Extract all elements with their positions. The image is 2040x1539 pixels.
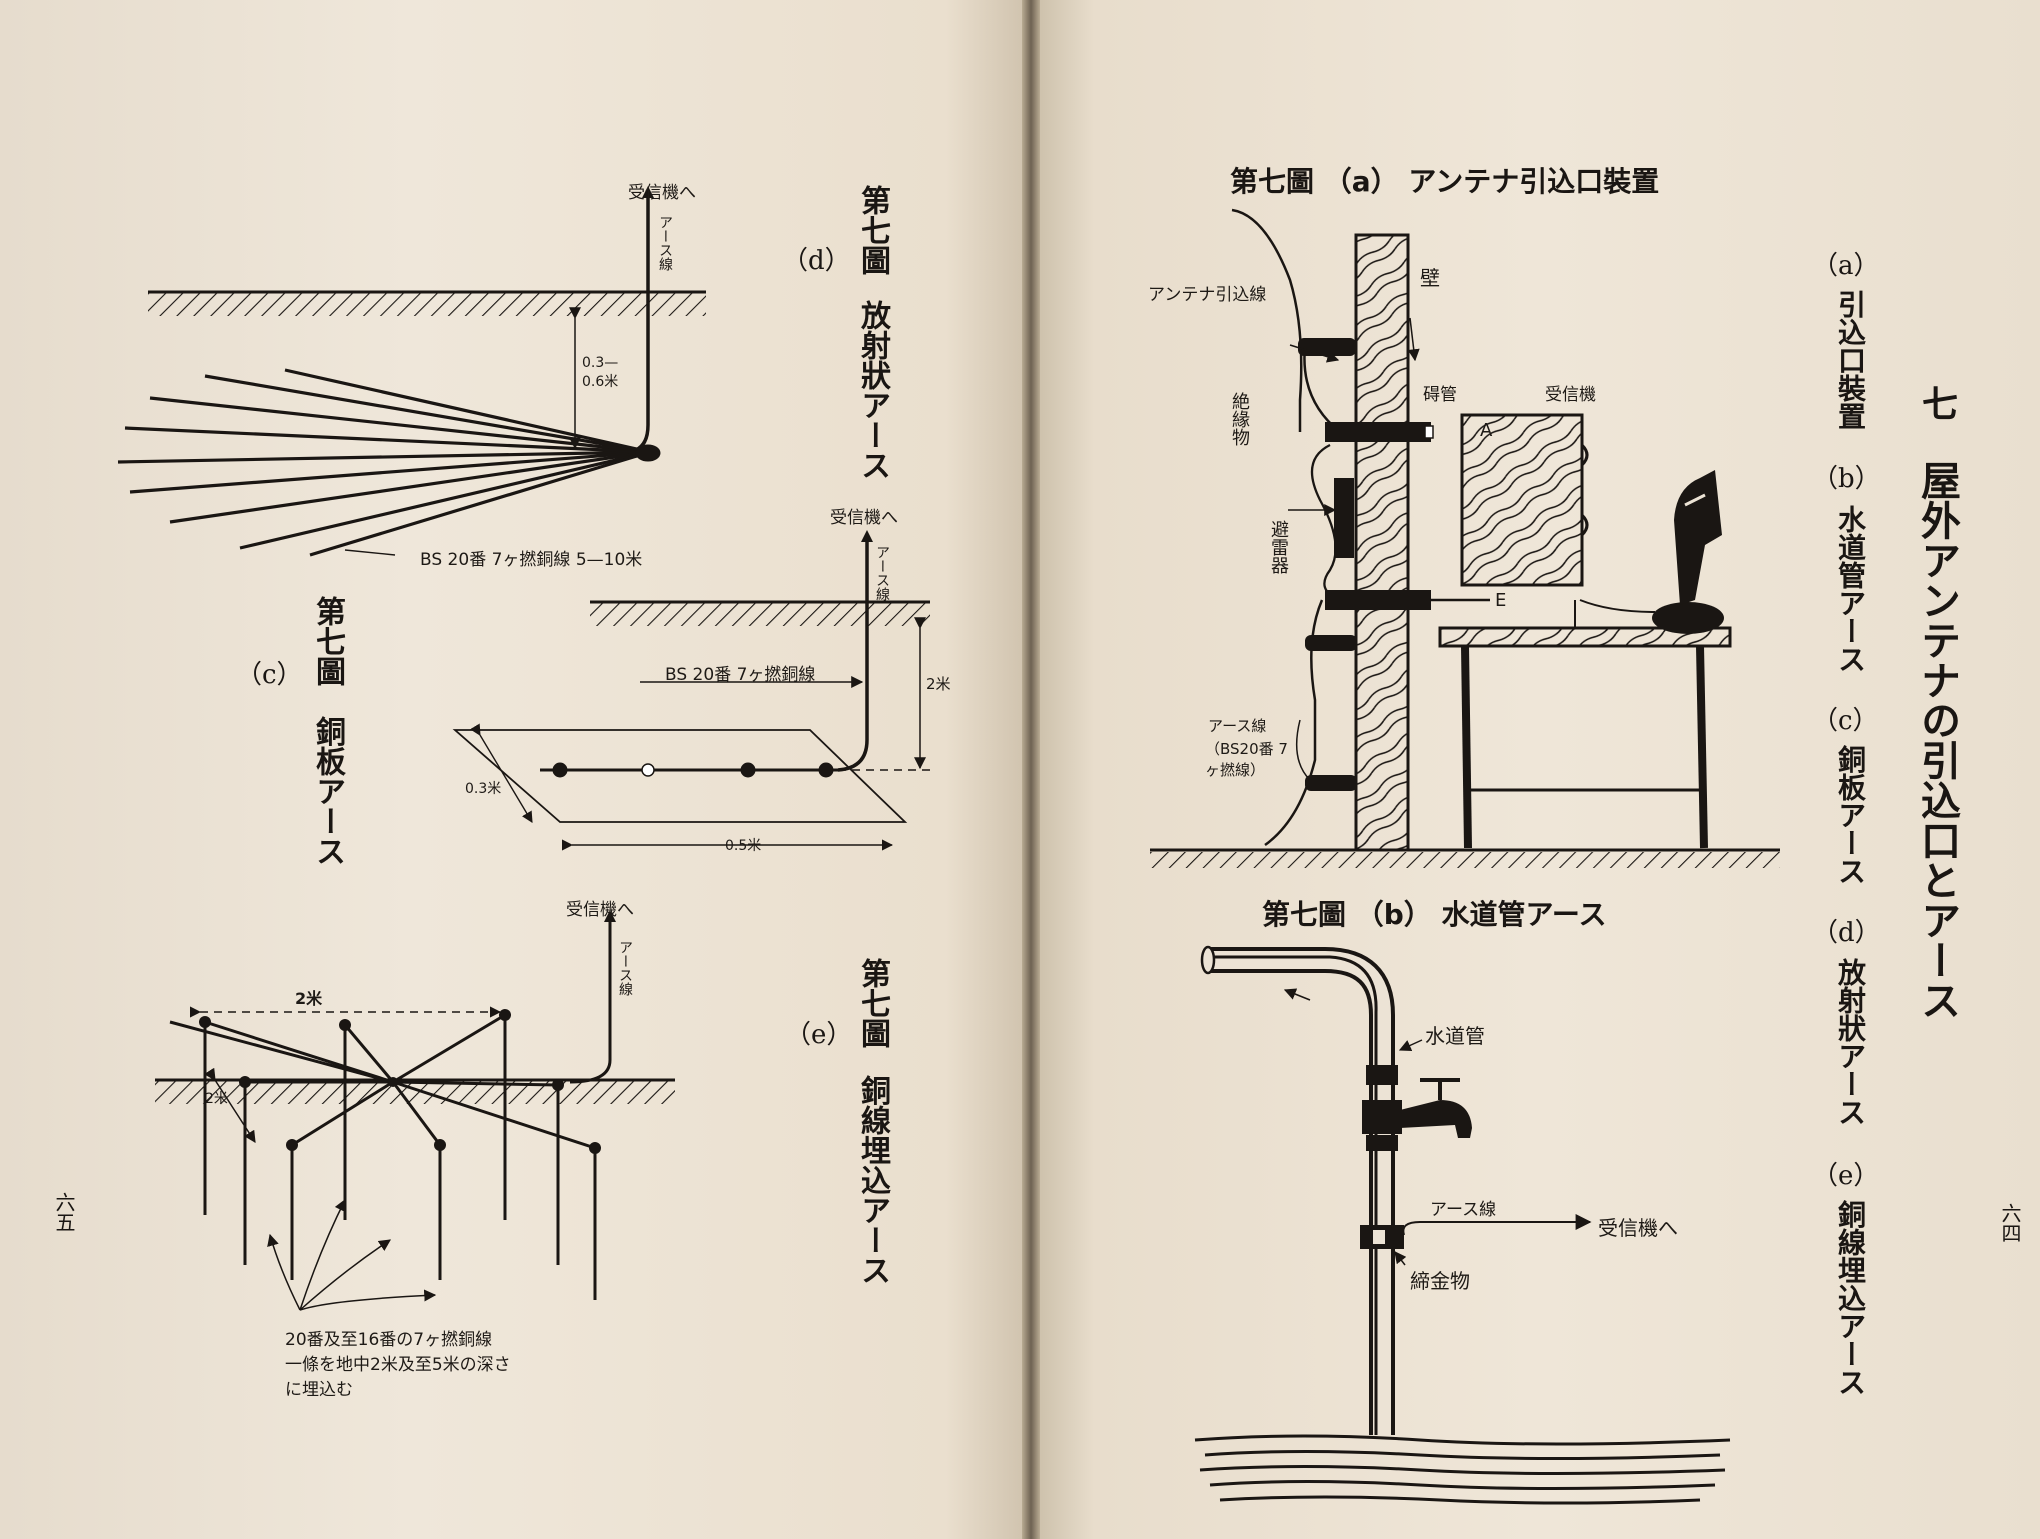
fig-c-label: （c） — [236, 660, 303, 690]
fig-a-arrester: 避雷器 — [1268, 520, 1289, 574]
fig-e-to-receiver: 受信機へ — [566, 900, 634, 920]
fig-a-terminal-e: E — [1495, 590, 1507, 611]
fig-d-earth-wire: アース線 — [657, 215, 673, 271]
fig-d-label: （d） — [782, 246, 851, 276]
fig-e-span: 2米 — [295, 989, 323, 1008]
fig-b-pipe: 水道管 — [1425, 1024, 1485, 1048]
right-page-number: 六四 — [1998, 1203, 2022, 1243]
fig-a-insulator: 絶緣物 — [1229, 392, 1250, 446]
fig-c-number: 第七圖 — [310, 596, 345, 686]
right-page — [1034, 0, 2040, 1539]
fig-c-width-2: 0.5米 — [725, 838, 762, 854]
chapter-number: 七 — [1916, 385, 1957, 421]
fig-e-earth-wire: アース線 — [617, 940, 633, 996]
fig-c-diagram — [452, 530, 930, 851]
fig-e-caption-line-2: 一條を地中2米及至5米の深さ — [285, 1355, 511, 1375]
fig-c-title: 銅板アース — [310, 716, 345, 866]
fig-a-terminal-a: A — [1480, 420, 1493, 441]
fig-a-porcelain-tube: 碍管 — [1423, 385, 1457, 405]
toc-label-b: （b） — [1812, 464, 1881, 494]
fig-e-label: （e） — [785, 1020, 853, 1050]
toc-text-a: 引込口裝置 — [1834, 290, 1867, 430]
toc-label-e: （e） — [1812, 1161, 1880, 1191]
toc-label-d: （d） — [1812, 918, 1881, 948]
fig-a-earth-spec: （BS20番 7ヶ撚線） — [1205, 740, 1288, 779]
fig-b-clamp: 締金物 — [1410, 1269, 1470, 1293]
fig-c-to-receiver: 受信機へ — [830, 508, 898, 528]
fig-a-diagram — [1150, 208, 1780, 1001]
fig-b-caption: 第七圖 （b） 水道管アース — [1262, 898, 1607, 931]
fig-a-wall: 壁 — [1420, 266, 1440, 290]
fig-e-span-2: 2米 — [205, 1091, 228, 1107]
fig-d-diagram — [117, 186, 706, 557]
fig-d-wire-spec: BS 20番 7ヶ撚銅線 5—10米 — [420, 550, 643, 570]
fig-e-title: 銅線埋込アース — [855, 1075, 890, 1285]
fig-a-lead-in: アンテナ引込線 — [1148, 285, 1267, 305]
fig-c-depth: 2米 — [926, 675, 951, 693]
fig-d-depth: 0.3—0.6米 — [582, 355, 619, 390]
fig-e-number: 第七圖 — [855, 958, 890, 1048]
toc-text-c: 銅板アース — [1834, 745, 1867, 885]
toc-label-c: （c） — [1812, 706, 1879, 736]
fig-a-receiver: 受信機 — [1545, 385, 1596, 405]
left-page-number: 六五 — [52, 1192, 76, 1232]
fig-e-diagram — [155, 910, 675, 1311]
fig-d-number: 第七圖 — [855, 185, 890, 275]
book-gutter — [1022, 0, 1040, 1539]
fig-a-earth-wire: アース線 — [1208, 717, 1267, 735]
fig-d-title: 放射狀アース — [855, 300, 890, 480]
fig-d-to-receiver: 受信機へ — [628, 183, 696, 203]
fig-c-earth-wire: アース線 — [874, 545, 890, 601]
toc-label-a: （a） — [1812, 251, 1880, 281]
toc-text-d: 放射狀アース — [1834, 958, 1867, 1126]
fig-b-diagram — [1194, 945, 1731, 1505]
toc-text-e: 銅線埋込アース — [1834, 1200, 1867, 1396]
fig-b-earth-wire: アース線 — [1430, 1200, 1497, 1220]
fig-c-width-1: 0.3米 — [465, 781, 502, 797]
fig-b-to-receiver: 受信機へ — [1598, 1216, 1678, 1240]
chapter-title: 屋外アンテナの引込口とアース — [1914, 460, 1961, 1020]
fig-c-wire-spec: BS 20番 7ヶ撚銅線 — [665, 665, 816, 685]
fig-a-caption: 第七圖 （a） アンテナ引込口裝置 — [1230, 165, 1660, 198]
toc-text-b: 水道管アース — [1834, 505, 1867, 673]
fig-e-caption-line-3: に埋込む — [285, 1380, 353, 1400]
fig-e-caption-line-1: 20番及至16番の7ヶ撚銅線 — [285, 1330, 493, 1350]
